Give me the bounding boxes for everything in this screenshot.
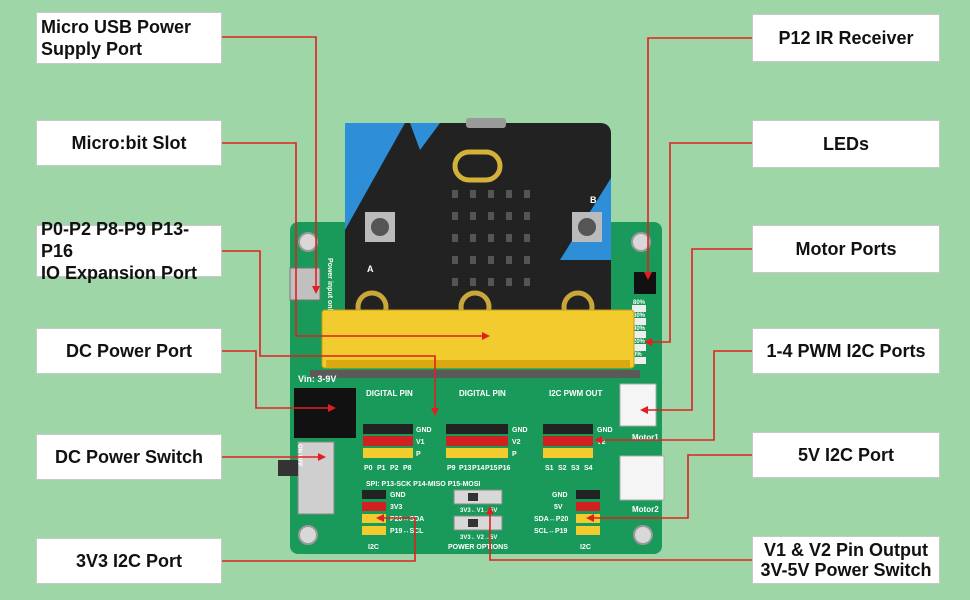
header-pins-right: [543, 424, 593, 458]
led-pct-1: 80%: [633, 300, 646, 306]
mount-hole-tl: [298, 232, 318, 252]
dc-switch-body: [297, 441, 335, 515]
i2c-pwm-out-title: I2C PWM OUT: [549, 389, 602, 398]
line-leds: [650, 142, 752, 343]
power-options-text: POWER OPTIONS: [448, 544, 508, 551]
v1-left: V1: [416, 439, 425, 446]
p-left: P: [416, 451, 421, 458]
i2c-header-left: [362, 490, 386, 535]
pin-s3: S3: [571, 465, 580, 472]
motor2-text: Motor2: [632, 505, 659, 514]
pin-p14: P14: [472, 465, 485, 472]
scl-right: SCL↔P19: [534, 528, 568, 535]
i2c-left-text: I2C: [368, 544, 379, 551]
switch-v1-text: 3V3←V1→5V: [460, 508, 497, 514]
power-input-only-text: Power input only: [326, 258, 333, 314]
v3v3-i2c-left: 3V3: [390, 504, 403, 511]
badge-b: B: [590, 195, 597, 205]
pin-p8: P8: [403, 465, 412, 472]
label-leds: LEDs: [752, 120, 940, 168]
switch-v2-text: 3V3←V2→5V: [460, 535, 497, 541]
line-motor-ports: [646, 248, 752, 411]
header-pins-mid: [446, 424, 508, 458]
i2c-right-text: I2C: [580, 544, 591, 551]
gnd-left: GND: [416, 427, 432, 434]
motor1-connector: [619, 383, 657, 427]
p-mid: P: [512, 451, 517, 458]
pin-p1: P1: [377, 465, 386, 472]
line-micro-usb: [222, 36, 317, 288]
motor2-connector: [619, 455, 665, 501]
pin-s4: S4: [584, 465, 593, 472]
led-pct-2: 60%: [633, 313, 646, 319]
line-3v3-i2c: [222, 517, 416, 562]
pin-p16: P16: [498, 465, 511, 472]
label-dc-power-switch: DC Power Switch: [36, 434, 222, 480]
pin-p2: P2: [390, 465, 399, 472]
pin-s2: S2: [558, 465, 567, 472]
sda-left: P20↔SDA: [390, 516, 424, 523]
v5-i2c-right: 5V: [554, 504, 563, 511]
leader-lines: [222, 36, 752, 562]
led-pct-5: 0%: [633, 352, 642, 358]
label-microbit-slot: Micro:bit Slot: [36, 120, 222, 166]
digital-pin-left-title: DIGITAL PIN: [366, 389, 413, 398]
vin-text: Vin: 3-9V: [298, 374, 336, 384]
v2-mid: V2: [512, 439, 521, 446]
micro-usb-port: [289, 267, 321, 301]
gnd-i2c-right: GND: [552, 492, 568, 499]
led-pct-4: 20%: [633, 339, 646, 345]
scl-left: P19↔SCL: [390, 528, 424, 535]
on-off-text: ON OFF: [296, 444, 302, 467]
mount-hole-bl: [298, 525, 318, 545]
line-ir-receiver: [647, 37, 752, 274]
microbit-slot-connector: [321, 309, 635, 369]
label-motor-ports: Motor Ports: [752, 225, 940, 273]
motor1-text: Motor1: [632, 433, 659, 442]
digital-pin-mid-title: DIGITAL PIN: [459, 389, 506, 398]
led-indicators: [632, 305, 646, 364]
pin-p13: P13: [459, 465, 472, 472]
label-3v3-i2c: 3V3 I2C Port: [36, 538, 222, 584]
badge-a: A: [367, 264, 374, 274]
led-pct-3: 40%: [633, 326, 646, 332]
ir-receiver: [634, 272, 656, 294]
microbit: [345, 118, 611, 324]
gnd-right: GND: [597, 427, 613, 434]
line-microbit-slot: [222, 142, 484, 337]
mount-hole-tr: [631, 232, 651, 252]
pin-p9: P9: [447, 465, 456, 472]
label-io-expansion: P0-P2 P8-P9 P13-P16 IO Expansion Port: [36, 219, 222, 283]
line-pwm-i2c: [600, 350, 752, 441]
spi-text: SPI: P13-SCK P14-MISO P15-MOSI: [366, 481, 480, 488]
label-ir-receiver: P12 IR Receiver: [752, 14, 940, 62]
dc-power-jack: [294, 388, 356, 438]
label-micro-usb: Micro USB Power Supply Port: [36, 12, 222, 64]
mount-hole-br: [633, 525, 653, 545]
line-io-expansion: [222, 250, 436, 410]
gnd-i2c-left: GND: [390, 492, 406, 499]
label-dc-power-port: DC Power Port: [36, 328, 222, 374]
label-v1v2-switch: V1 & V2 Pin Output 3V-5V Power Switch: [752, 536, 940, 584]
label-pwm-i2c: 1-4 PWM I2C Ports: [752, 328, 940, 374]
line-5v-i2c: [592, 454, 752, 519]
line-v1v2-switch: [489, 512, 752, 561]
pin-p15: P15: [485, 465, 498, 472]
sda-right: SDA↔P20: [534, 516, 568, 523]
leader-arrowheads: [312, 272, 652, 522]
gnd-mid: GND: [512, 427, 528, 434]
header-pins-left: [363, 424, 413, 458]
pin-p0: P0: [364, 465, 373, 472]
line-dc-power-port: [222, 350, 330, 409]
label-5v-i2c: 5V I2C Port: [752, 432, 940, 478]
pin-s1: S1: [545, 465, 554, 472]
